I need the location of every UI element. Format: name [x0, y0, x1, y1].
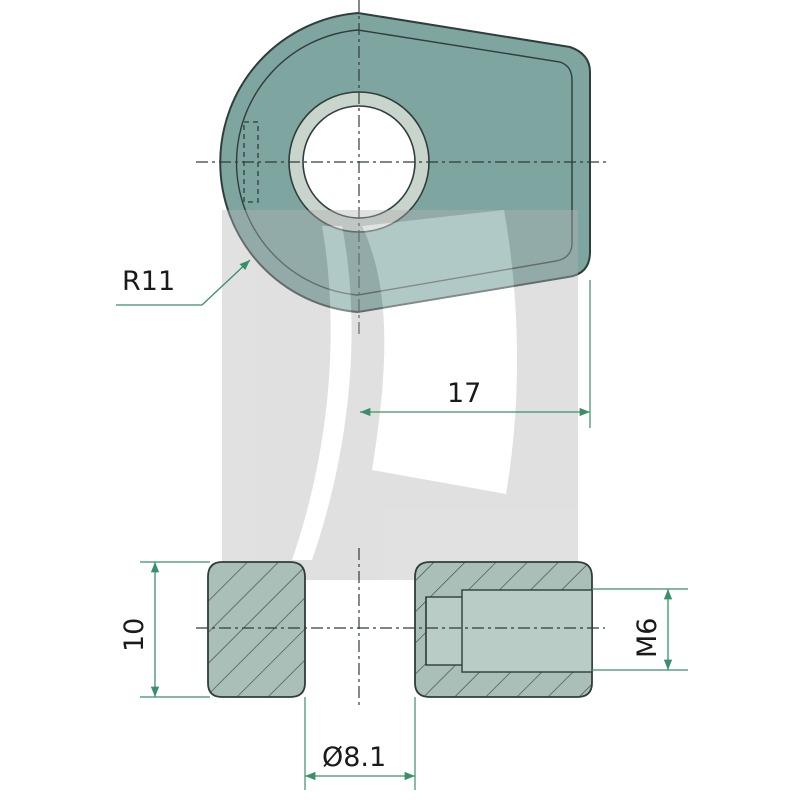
- watermark-swoosh-left: [292, 226, 352, 560]
- section-view: [196, 548, 605, 705]
- thread-label: M6: [632, 618, 663, 658]
- radius-label: R11: [122, 266, 175, 297]
- length-dimension: 17: [360, 280, 591, 428]
- thread-dimension: M6: [592, 588, 688, 671]
- watermark-block: [222, 210, 578, 580]
- height-label: 10: [119, 618, 150, 652]
- section-left-block: [207, 561, 306, 698]
- top-view: [196, 0, 610, 335]
- eye-part-inner-edge: [235, 29, 573, 296]
- radius-callout: R11: [116, 259, 251, 306]
- thread-bore-inner: [461, 589, 593, 673]
- bore-dimension: Ø8.1: [304, 697, 416, 790]
- watermark-logo: [222, 210, 578, 580]
- watermark-swoosh: [362, 210, 518, 494]
- radius-leader-line: [116, 259, 251, 306]
- height-dimension: 10: [119, 561, 210, 698]
- bore-label: Ø8.1: [322, 742, 386, 773]
- length-label: 17: [447, 378, 481, 409]
